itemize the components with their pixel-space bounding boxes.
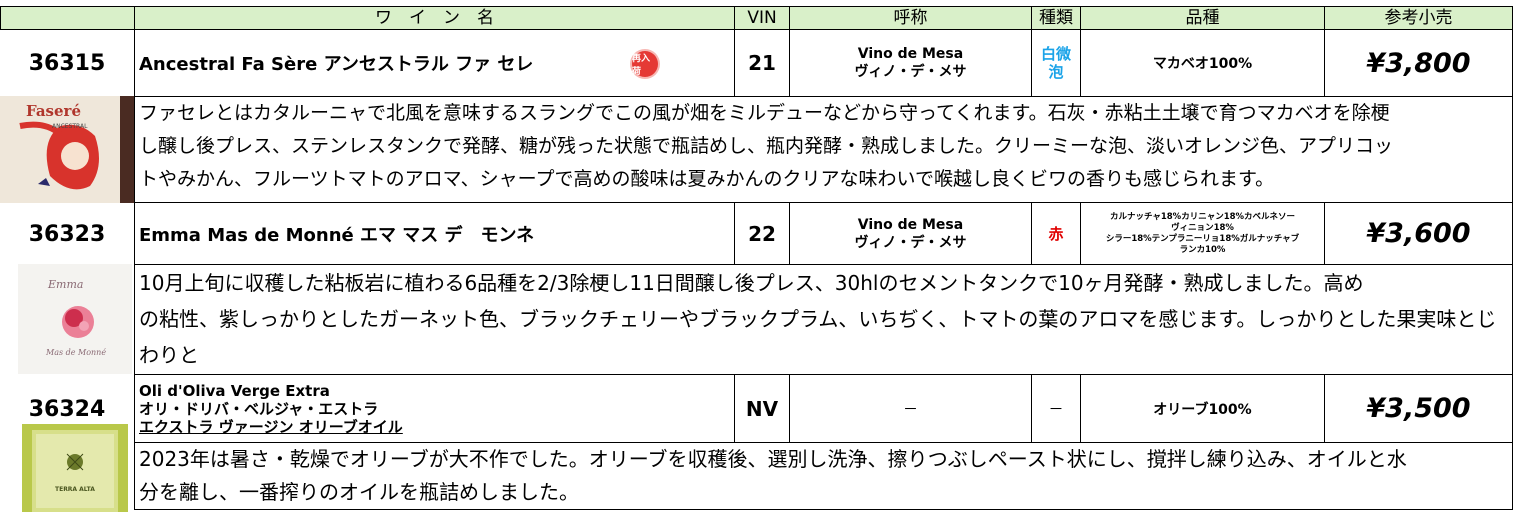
wine-type-line1: 赤 <box>1048 224 1064 243</box>
header-variety: 品種 <box>1080 6 1325 30</box>
header-vin: VIN <box>734 6 790 30</box>
wine-type-line2: 泡 <box>1048 63 1064 81</box>
appellation-en: Vino de Mesa <box>857 46 964 62</box>
appellation: － <box>789 374 1032 443</box>
wine-name: Emma Mas de Monné エマ マス デ モンネ <box>134 202 735 265</box>
wine-type: 白微 泡 <box>1031 29 1081 97</box>
label-subtitle: ANCESTRAL <box>52 123 88 130</box>
label-title: Faseré <box>26 102 81 120</box>
wine-name-katakana: オリ・ドリバ・ベルジャ・エストラ <box>139 399 379 418</box>
restock-badge-icon: 再入荷 <box>632 51 658 77</box>
variety-line: カルナッチャ18%カリニャン18%カベルネソー <box>1109 211 1296 222</box>
variety-line: ランカ10% <box>1179 244 1226 255</box>
bottle-label-art <box>22 424 128 512</box>
variety-line: ヴィニョン18% <box>1171 222 1234 233</box>
label-title: TERRA ALTA <box>55 486 95 493</box>
label-title: Emma <box>48 278 84 291</box>
wine-code: 36315 <box>28 50 106 76</box>
wine-description: 2023年は暑さ・乾燥でオリーブが大不作でした。オリーブを収穫後、選別し洗浄、擦… <box>134 442 1513 510</box>
grape-variety: オリーブ100% <box>1080 374 1325 443</box>
wine-description: 10月上旬に収穫した粘板岩に植わる6品種を2/3除梗し11日間醸し後プレス、30… <box>134 264 1513 375</box>
header-wine-name: ワ イ ン 名 <box>134 6 735 30</box>
bottle-label-image: Faseré ANCESTRAL <box>0 96 134 203</box>
variety-line: シラー18%テンプラニーリョ18%ガルナッチャブ <box>1105 233 1300 244</box>
wine-type-line1: 白微 <box>1040 45 1071 63</box>
header-type: 種類 <box>1031 6 1081 30</box>
wine-name: Oli d'Oliva Verge Extra オリ・ドリバ・ベルジャ・エストラ… <box>134 374 735 443</box>
header-price: 参考小売 <box>1324 6 1513 30</box>
grape-variety: カルナッチャ18%カリニャン18%カベルネソー ヴィニョン18% シラー18%テ… <box>1080 202 1325 265</box>
appellation: Vino de Mesa ヴィノ・デ・メサ <box>789 202 1032 265</box>
wine-description: ファセレとはカタルーニャで北風を意味するスラングでこの風が畑をミルデューなどから… <box>134 96 1513 203</box>
header-blank <box>0 6 135 30</box>
wine-name-text: Ancestral Fa Sère アンセストラル ファ セレ <box>139 54 534 75</box>
wine-code: 36323 <box>28 221 106 247</box>
bottle-label-art <box>0 96 134 203</box>
wine-name-original: Oli d'Oliva Verge Extra <box>139 381 330 400</box>
wine-type: 赤 <box>1031 202 1081 265</box>
vintage: NV <box>734 374 790 443</box>
restock-badge-text: 再入荷 <box>632 54 651 77</box>
retail-price: ¥3,500 <box>1324 374 1513 443</box>
bottle-label-image: TERRA ALTA <box>22 424 128 512</box>
retail-price: ¥3,600 <box>1324 202 1513 265</box>
grape-variety: マカベオ100% <box>1080 29 1325 97</box>
vintage: 22 <box>734 202 790 265</box>
wine-code: 36324 <box>28 396 106 422</box>
header-appellation: 呼称 <box>789 6 1032 30</box>
bottle-label-art <box>18 264 132 374</box>
appellation: Vino de Mesa ヴィノ・デ・メサ <box>789 29 1032 97</box>
retail-price: ¥3,800 <box>1324 29 1513 97</box>
appellation-ja: ヴィノ・デ・メサ <box>854 64 967 80</box>
appellation-ja: ヴィノ・デ・メサ <box>854 234 967 251</box>
appellation-en: Vino de Mesa <box>857 216 964 233</box>
wine-type: － <box>1031 374 1081 443</box>
vintage: 21 <box>734 29 790 97</box>
label-subtitle: Mas de Monné <box>46 348 107 357</box>
wine-name-japanese: エクストラ ヴァージン オリーブオイル <box>139 417 403 436</box>
bottle-label-image: Emma Mas de Monné <box>18 264 132 374</box>
wine-name-text: Emma Mas de Monné エマ マス デ モンネ <box>139 224 535 246</box>
